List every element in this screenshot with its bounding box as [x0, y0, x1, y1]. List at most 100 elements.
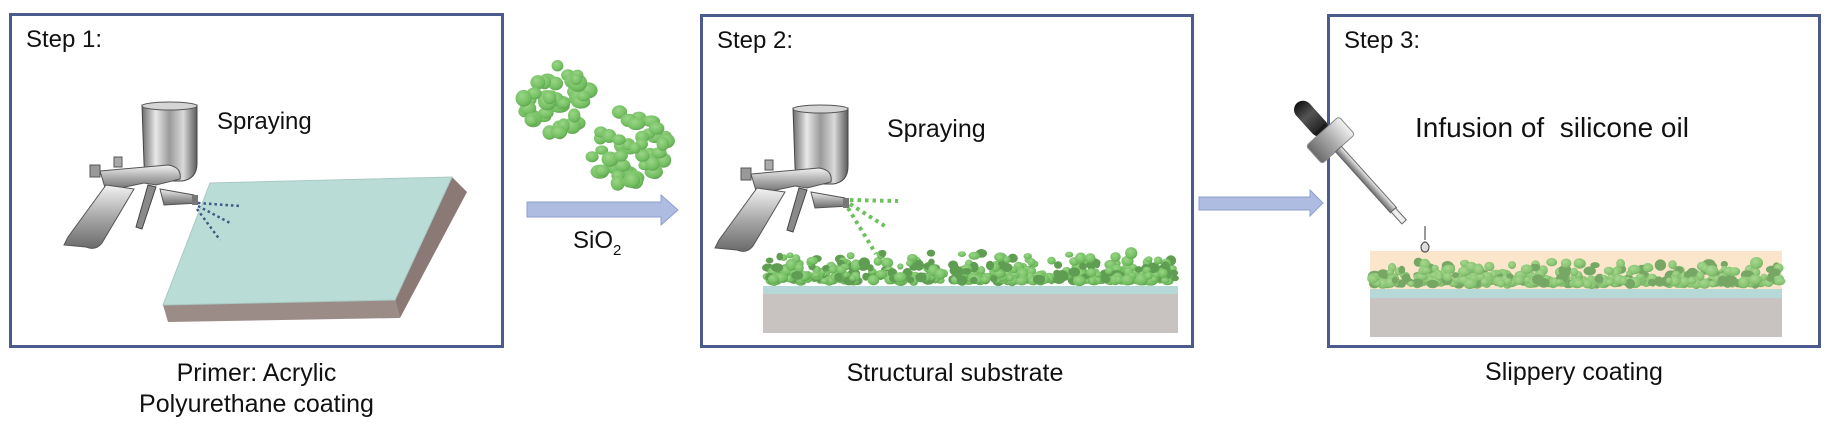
sio2-particle	[571, 69, 584, 81]
sio2-particle	[538, 107, 554, 119]
sio2-particle	[554, 95, 571, 110]
sio2-particle	[551, 59, 564, 72]
sio2-particle	[601, 151, 619, 167]
sio2-particle	[557, 118, 570, 133]
sio2-particle	[524, 94, 537, 106]
sio2-particle	[578, 82, 598, 99]
step-2-caption-line-1: Structural substrate	[846, 359, 1064, 387]
sio2-particle	[651, 147, 667, 159]
sio2-particle	[576, 90, 591, 102]
step-3-label: Step 3:	[1344, 27, 1421, 54]
sio2-particle	[518, 105, 532, 118]
sio2-particle	[622, 138, 635, 150]
sio2-particle	[552, 120, 565, 135]
sio2-particle	[554, 129, 566, 140]
sio2-particle	[541, 93, 556, 104]
sio2-particle	[515, 89, 532, 107]
sio2-particle	[631, 111, 646, 123]
sio2-particle	[525, 114, 538, 127]
sio2-particle	[594, 164, 610, 177]
sio2-particle	[608, 159, 624, 172]
sio2-particle	[585, 151, 599, 163]
sio2-particle	[642, 147, 658, 162]
sio2-subscript: 2	[613, 242, 622, 259]
sio2-particle	[594, 126, 608, 138]
step-2-action-label: Spraying	[887, 115, 986, 143]
sio2-particle	[563, 117, 581, 134]
sio2-particle	[642, 115, 661, 127]
step-3-panel: Step 3:	[1327, 14, 1821, 348]
sio2-particle	[645, 156, 660, 171]
sio2-particle	[566, 73, 581, 86]
sio2-particle	[524, 112, 542, 128]
sio2-particle	[544, 90, 558, 102]
sio2-particle	[622, 175, 637, 188]
sio2-particle	[629, 142, 641, 154]
sio2-particle	[612, 134, 626, 145]
sio2-particle	[644, 165, 663, 179]
step-1-label: Step 1:	[26, 26, 103, 53]
sio2-particle	[538, 74, 551, 90]
sio2-particle	[569, 88, 589, 105]
sio2-particle	[614, 159, 631, 172]
sio2-particle	[567, 85, 583, 99]
sio2-particle	[642, 128, 656, 139]
sio2-particle	[622, 140, 634, 151]
sio2-particle	[536, 111, 552, 123]
sio2-particle	[635, 148, 652, 163]
step-2-panel: Step 2:	[700, 14, 1194, 348]
step-1-panel: Step 1:	[9, 13, 504, 348]
sio2-particle	[526, 87, 542, 100]
sio2-main: SiO	[573, 227, 614, 254]
sio2-particle	[543, 90, 557, 105]
sio2-particle	[641, 151, 658, 167]
step-3-caption: Slippery coating	[1327, 357, 1821, 388]
sio2-particle	[602, 129, 617, 143]
sio2-particle	[627, 117, 646, 131]
sio2-particle	[557, 98, 570, 109]
sio2-particle	[538, 93, 557, 111]
sio2-particle	[613, 150, 628, 162]
sio2-particle	[551, 124, 566, 137]
sio2-particle	[594, 131, 607, 145]
sio2-particle	[644, 157, 658, 168]
step-2-label: Step 2:	[717, 27, 794, 54]
sio2-label: SiO2	[573, 227, 621, 259]
sio2-particle	[569, 116, 586, 130]
sio2-particle	[564, 73, 581, 89]
sio2-particle	[542, 125, 557, 140]
sio2-particle	[624, 172, 640, 189]
sio2-particle	[655, 152, 672, 168]
sio2-particle	[636, 149, 650, 162]
arrow-step1-to-step2	[526, 193, 679, 227]
sio2-particle	[659, 130, 672, 143]
sio2-particle	[624, 170, 645, 186]
sio2-particle	[635, 130, 649, 144]
sio2-particle	[628, 173, 644, 189]
sio2-particle	[605, 157, 626, 175]
sio2-particle	[635, 138, 648, 150]
sio2-particle	[646, 129, 664, 144]
step-3-caption-line-1: Slippery coating	[1485, 358, 1663, 386]
sio2-particle	[551, 125, 568, 139]
sio2-particle	[519, 101, 537, 116]
step-1-caption-line-1: Primer: Acrylic	[176, 359, 337, 387]
step-1-caption-line-2: Polyurethane coating	[139, 390, 374, 418]
sio2-particle	[537, 90, 556, 106]
sio2-particle	[621, 142, 639, 155]
sio2-particle	[618, 164, 633, 176]
step-2-caption: Structural substrate	[700, 358, 1210, 389]
sio2-particle	[549, 92, 564, 106]
sio2-particle	[622, 166, 638, 178]
sio2-particle	[595, 145, 609, 155]
sio2-particle	[611, 170, 625, 181]
sio2-particle	[658, 133, 675, 149]
sio2-particle	[648, 122, 665, 135]
sio2-particle	[568, 108, 581, 123]
sio2-particle	[539, 73, 556, 86]
sio2-particle	[647, 163, 663, 180]
sio2-particle	[548, 99, 570, 113]
sio2-particle	[614, 139, 628, 153]
sio2-particle	[611, 105, 628, 119]
sio2-particle	[620, 113, 637, 127]
